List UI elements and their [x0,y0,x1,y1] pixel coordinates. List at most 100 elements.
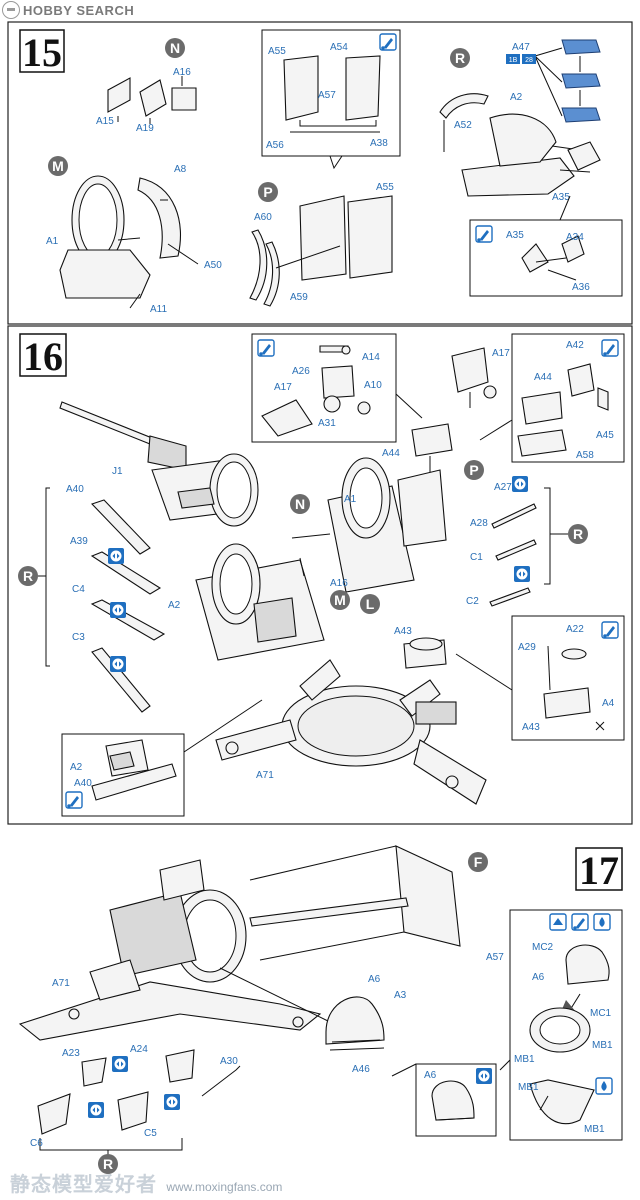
label-a35: A35 [552,192,570,203]
shield-detail-callout [261,29,401,170]
label-a34: A34 [566,232,584,243]
label-c2: C2 [466,596,479,607]
label-c1: C1 [470,552,483,563]
step-15-number: 15 [22,30,62,75]
elevation-part-drawing [403,637,447,669]
paint-icon [595,1077,613,1095]
label-a45: A45 [596,430,614,441]
left-right-icon [110,602,126,618]
hobbysearch-watermark: HOBBY SEARCH [0,0,134,20]
letter-m2: M [334,592,346,608]
label-a59: A59 [290,292,308,303]
left-right-icon [476,1068,492,1084]
label-mc2: MC2 [532,942,554,953]
label-a14: A14 [362,352,380,363]
label-a39: A39 [70,536,88,547]
letter-l: L [366,596,375,612]
left-right-icon [112,1056,128,1072]
subassembly-p-drawing [249,195,393,307]
letter-m-marker: M [48,156,68,176]
label-a16: A16 [330,578,348,589]
label-a8: A8 [174,164,187,175]
step-15: 15 N A16 A15 A19 M A8 A1 A50 A11 [7,21,633,325]
left-right-icon [108,548,124,564]
glue-icon [571,913,589,931]
letter-m2-marker: M [330,590,350,610]
label-mb1-b: MB1 [592,1040,613,1051]
label-a3: A3 [394,990,407,1001]
label-a17: A17 [492,348,510,359]
vision-block-callout [499,909,623,1141]
label-a11: A11 [150,304,167,315]
part-a35-callout [469,195,623,297]
label-a71: A71 [256,770,274,781]
subassembly-m-drawing [59,175,199,309]
left-right-icon [514,566,530,582]
letter-n: N [170,40,180,56]
letter-r-left: R [23,568,33,584]
label-a6-callout: A6 [532,972,545,983]
rod-parts-drawing [90,499,166,713]
label-a35-callout: A35 [506,230,524,241]
paint-icon [593,913,611,931]
right-rod-parts-drawing [489,503,537,607]
moxingfans-watermark: 静态模型爱好者 www.moxingfans.com [10,1168,282,1197]
label-a60: A60 [254,212,272,223]
label-a44-callout: A44 [534,372,552,383]
label-a38: A38 [370,138,388,149]
label-a27: A27 [494,482,512,493]
letter-r-right-marker: R [568,524,588,544]
step-17-box [575,847,623,891]
label-a17-callout: A17 [274,382,292,393]
svg-text:28: 28 [525,57,533,64]
step-17: 17 F A57 A71 A6 A3 A46 [18,845,623,1174]
gun-barrel-drawing [59,401,259,527]
label-a10: A10 [364,380,382,391]
gun-shield-drawing [249,845,461,961]
step-17-number: 17 [579,848,619,893]
hobbysearch-brand-text: HOBBY SEARCH [23,2,135,18]
label-mb1-d: MB1 [584,1124,605,1135]
flip-icon [549,913,567,931]
label-a23: A23 [62,1048,80,1059]
label-a2: A2 [510,92,523,103]
ammo-clip-stack-drawing [534,39,601,123]
label-a2: A2 [168,600,181,611]
label-mc1: MC1 [590,1008,612,1019]
label-c6: C6 [30,1138,43,1149]
letter-l-marker: L [360,594,380,614]
glue-icon [601,621,619,639]
label-a46: A46 [352,1064,370,1075]
label-a28: A28 [470,518,488,529]
step-16: 16 A26 A14 A17 A10 A31 A17 [7,325,633,825]
glue-icon [475,225,493,243]
gun-mount-r-drawing [439,93,601,197]
letter-n2-marker: N [290,494,310,514]
letter-m: M [52,158,64,174]
label-a55: A55 [376,182,394,193]
watermark-url: www.moxingfans.com [166,1180,283,1194]
step-15-box [19,29,65,73]
left-right-icon [164,1094,180,1110]
sight-detail-callout [251,333,423,443]
elevation-mechanism-callout [455,615,625,741]
label-a1: A1 [344,494,357,505]
label-c5: C5 [144,1128,157,1139]
step-16-box [19,333,67,377]
label-a47: A47 [512,42,530,53]
cruciform-base-drawing [215,659,487,805]
label-a1: A1 [46,236,59,247]
letter-r-marker: R [450,48,470,68]
label-a57: A57 [318,90,336,101]
label-mb1-c: MB1 [518,1082,539,1093]
label-a40: A40 [66,484,84,495]
label-a22: A22 [566,624,584,635]
label-a19: A19 [136,123,154,134]
label-a44: A44 [382,448,400,459]
letter-r-bottom-marker: R [98,1154,118,1174]
left-right-icon [88,1102,104,1118]
label-a57: A57 [486,952,504,963]
ammo-box-callout [479,333,625,463]
label-a6-callout-2: A6 [424,1070,437,1081]
stack-badge-1: 1B [506,54,520,64]
